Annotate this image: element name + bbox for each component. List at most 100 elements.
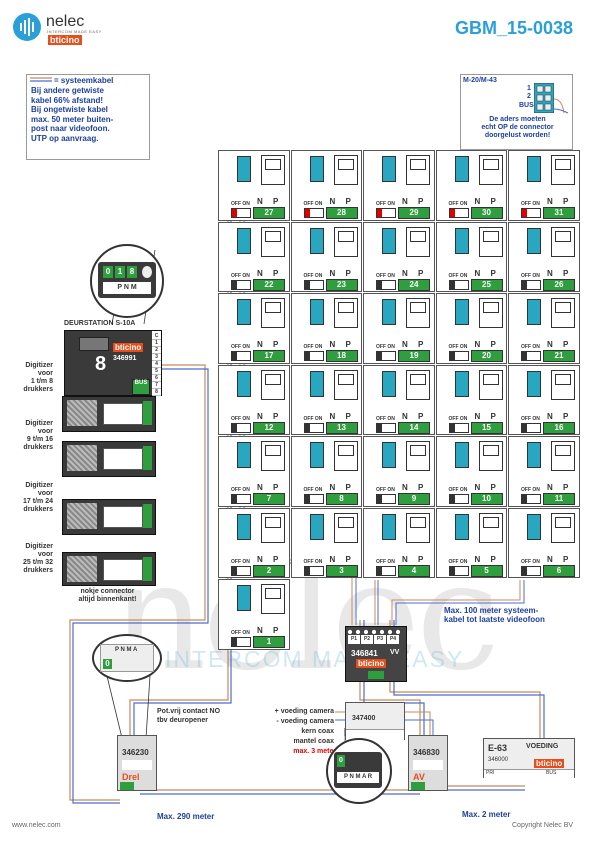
zoom-digit-2: 8 (127, 266, 137, 278)
cell-p-label: P (563, 483, 569, 492)
adapter-zoom-marks: P N M A R (337, 772, 379, 783)
cell-p-label: P (273, 268, 279, 278)
door-station-terminal: 3 (152, 354, 161, 361)
cell-p-label: P (345, 340, 351, 349)
cell-n-label: N (257, 626, 263, 635)
cell-switch-label: OFF ON (448, 415, 468, 422)
cell-p-label: P (418, 411, 424, 421)
cell-switch (448, 494, 469, 504)
cell-n-label: N (257, 340, 263, 349)
cell-switch-label: OFF ON (521, 487, 540, 493)
coax-max-label: max. 3 meter coax (293, 748, 354, 755)
cell-switch (521, 565, 541, 576)
cell-p-label: P (490, 197, 496, 206)
monitor-connector-icon (527, 370, 541, 397)
cell-n-label: N (547, 411, 553, 421)
coax-core-label: kern coax (301, 728, 334, 735)
adapter-zoom: 0 P N M A R (326, 738, 392, 804)
monitor-icon (261, 155, 285, 185)
cell-n-label: N (329, 411, 336, 421)
cell-p-label: P (345, 197, 351, 206)
distributor-terminal (368, 671, 384, 679)
door-station-terminal: 5 (152, 368, 161, 375)
monitor-connector-icon (309, 370, 324, 397)
cell-n-label: N (402, 340, 408, 349)
monitor-icon (333, 298, 358, 328)
cell-switch-label: OFF ON (376, 272, 395, 279)
page-title: GBM_15-0038 (455, 18, 574, 38)
connector-warning: De aders moeten echt OP de connector doo… (481, 116, 554, 139)
av-indicator (413, 760, 443, 770)
monitor-connector-icon (237, 227, 251, 254)
cell-switch-label: OFF ON (303, 487, 323, 493)
zoom-digit-0: 0 (103, 266, 113, 278)
monitor-icon (478, 369, 503, 400)
cell-p-label: P (273, 483, 279, 492)
relay-indicator (122, 760, 152, 770)
relay-zoom-digit: 0 (103, 659, 112, 669)
cell-address: 17 (253, 350, 285, 362)
cell-switch-label: OFF ON (376, 415, 395, 422)
digitizer-terminal (143, 504, 152, 528)
cable-note-label: = systeemkabel (54, 76, 114, 85)
zoom-marks: P N M (103, 282, 151, 294)
cell-n-label: N (402, 554, 408, 564)
av-code: 346830 (413, 748, 440, 757)
cell-n-label: N (257, 197, 263, 206)
digitizer-ribbon-icon (67, 400, 97, 426)
monitor-icon (406, 298, 430, 328)
cell-switch-label: OFF ON (448, 201, 468, 207)
cell-n-label: N (474, 411, 481, 421)
relay-code: 346230 (122, 748, 149, 757)
cell-address: 3 (325, 564, 358, 577)
cell-switch (303, 279, 324, 290)
av-label: AV (413, 772, 425, 782)
cell-n-label: N (402, 268, 408, 278)
cell-switch (303, 351, 324, 361)
digitizer-label-2: Digitizer voor 9 t/m 16 drukkers (23, 420, 53, 451)
cell-switch (231, 422, 251, 433)
cell-address: 1 (253, 636, 285, 648)
cell-switch (376, 565, 396, 576)
monitor-icon (551, 369, 575, 400)
cable-note-text: Bij andere getwiste kabel 66% afstand! B… (31, 86, 114, 143)
cell-p-label: P (490, 411, 496, 421)
cell-address: 2 (253, 564, 285, 577)
monitor-connector-icon (454, 227, 469, 254)
cell-address: 24 (398, 278, 430, 291)
monitor-icon (261, 441, 285, 471)
adapter-zoom-digit: 0 (337, 755, 345, 767)
cell-switch (448, 279, 469, 290)
cell-p-label: P (563, 340, 569, 349)
power-brand: bticino (534, 759, 565, 768)
door-station-brand: bticino (113, 343, 144, 352)
monitor-connector-icon (454, 156, 469, 182)
monitor-connector-icon (237, 442, 251, 468)
cell-p-label: P (563, 197, 569, 206)
cell-switch-label: OFF ON (521, 558, 540, 565)
cell-n-label: N (474, 554, 481, 564)
monitor-icon (333, 369, 358, 400)
cell-n-label: N (547, 554, 553, 564)
monitor-icon (551, 512, 575, 543)
monitor-connector-icon (382, 156, 396, 182)
zoom-digit-1: 1 (115, 266, 125, 278)
monitor-connector-icon (454, 513, 469, 540)
cell-p-label: P (490, 268, 496, 278)
cell-p-label: P (563, 268, 569, 278)
adapter-terminals (346, 729, 404, 740)
cell-switch (376, 494, 396, 504)
cell-switch-label: OFF ON (303, 344, 323, 350)
cell-n-label: N (547, 340, 553, 349)
monitor-connector-icon (309, 299, 324, 325)
